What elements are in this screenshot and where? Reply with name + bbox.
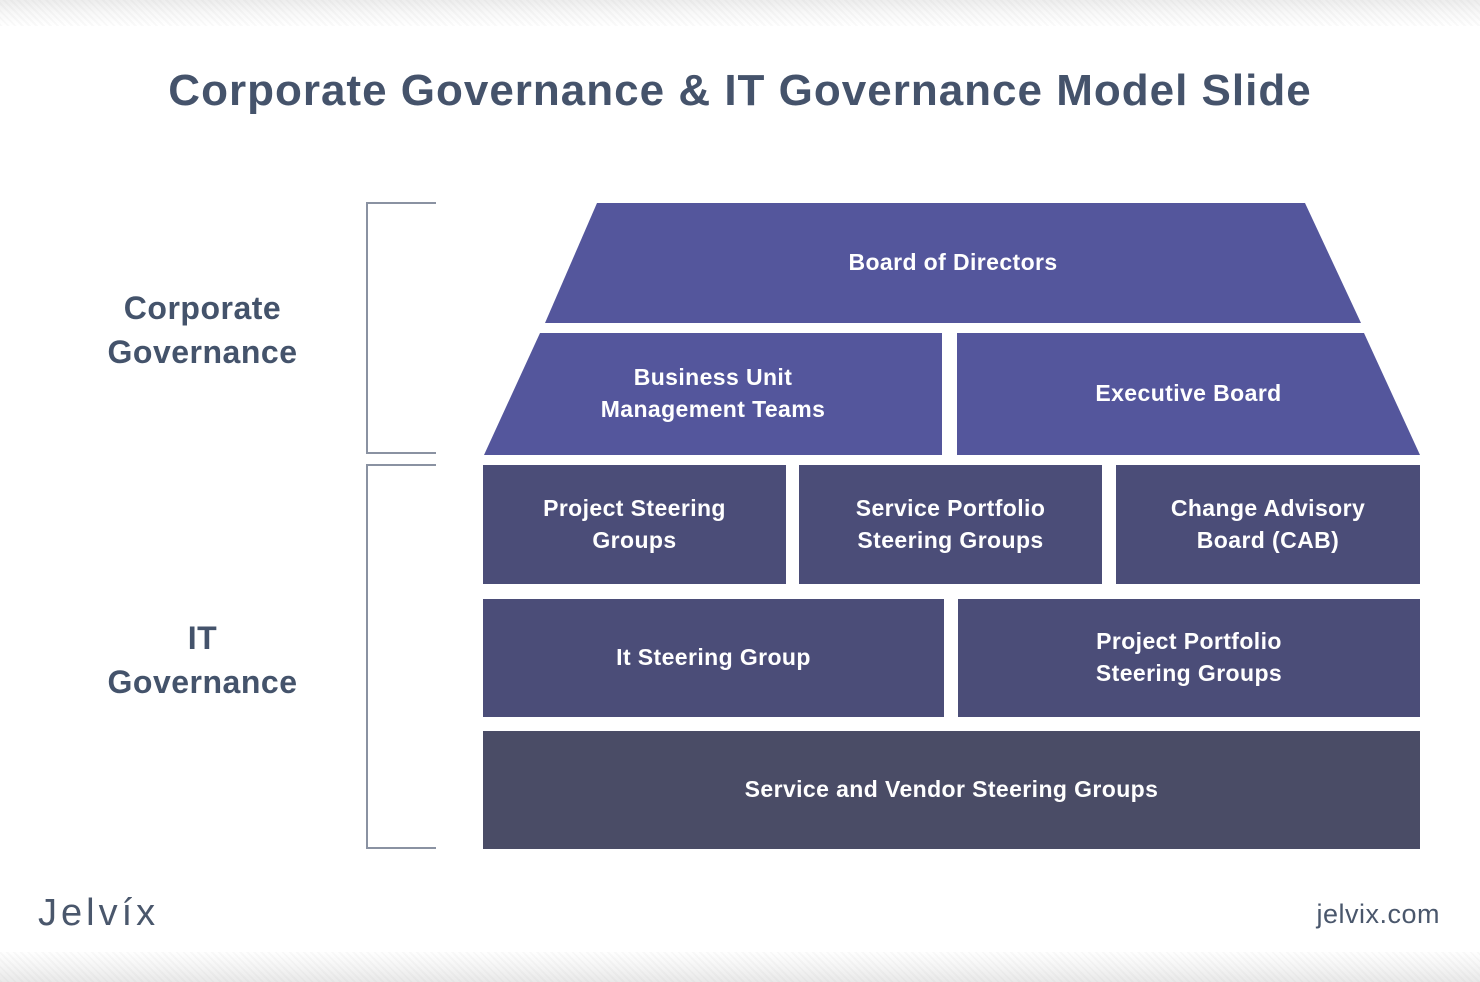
- bottom-edge-band: [0, 952, 1480, 982]
- corporate-governance-label: Corporate Governance: [107, 290, 298, 371]
- page-title: Corporate Governance & IT Governance Mod…: [168, 66, 1312, 115]
- block-service-and-vendor-steering-groups: Service and Vendor Steering Groups: [483, 731, 1420, 849]
- block-change-advisory-board: Change Advisory Board (CAB): [1116, 465, 1420, 584]
- block-label: Project Steering Groups: [543, 494, 726, 553]
- block-label: It Steering Group: [616, 644, 811, 671]
- block-label: Change Advisory Board (CAB): [1170, 494, 1366, 553]
- it-governance-bracket: [366, 464, 436, 849]
- block-label: Business Unit Management Teams: [600, 364, 826, 422]
- block-label: Service and Vendor Steering Groups: [744, 776, 1159, 803]
- corporate-governance-bracket: [366, 202, 436, 454]
- block-executive-board: Executive Board: [957, 333, 1420, 455]
- block-project-steering-groups: Project Steering Groups: [483, 465, 786, 584]
- brand-website: jelvix.com: [1316, 899, 1440, 929]
- block-service-portfolio-steering-groups: Service Portfolio Steering Groups: [799, 465, 1102, 584]
- block-label: Board of Directors: [848, 249, 1058, 276]
- block-project-portfolio-steering-groups: Project Portfolio Steering Groups: [958, 599, 1420, 717]
- block-label: Project Portfolio Steering Groups: [1095, 628, 1283, 686]
- it-governance-label: IT Governance: [107, 620, 298, 701]
- brand-logo: Jelvíx: [38, 892, 160, 934]
- block-board-of-directors: Board of Directors: [545, 203, 1361, 323]
- block-it-steering-group: It Steering Group: [483, 599, 944, 717]
- block-label: Executive Board: [1095, 380, 1282, 407]
- block-business-unit-management-teams: Business Unit Management Teams: [484, 333, 942, 455]
- block-label: Service Portfolio Steering Groups: [855, 494, 1046, 553]
- top-edge-band: [0, 0, 1480, 26]
